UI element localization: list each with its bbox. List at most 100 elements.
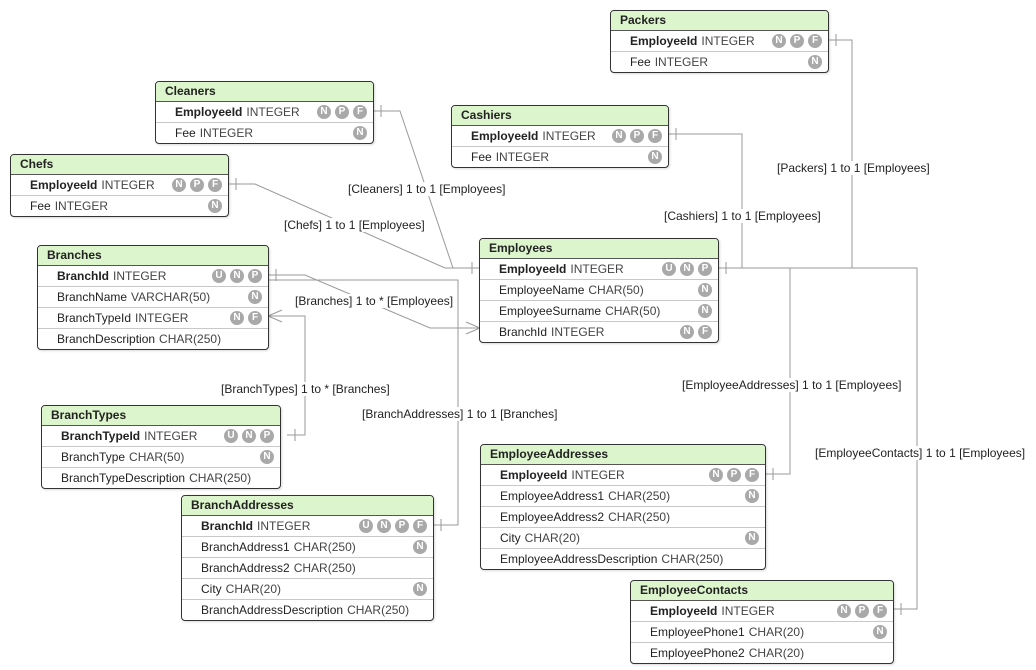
column-flags: N [745, 531, 759, 545]
flag-n-badge: N [745, 489, 759, 503]
flag-n-badge: N [230, 311, 244, 325]
column-type: CHAR(20) [748, 646, 805, 660]
column-type: VARCHAR(50) [131, 290, 211, 304]
flag-p-badge: P [395, 519, 409, 533]
column-type: CHAR(250) [189, 471, 252, 485]
column-type: CHAR(250) [347, 603, 410, 617]
flag-n-badge: N [317, 105, 331, 119]
column-type: INTEGER [495, 150, 550, 164]
column-flags: N [698, 304, 712, 318]
column-name: BranchAddress1 [201, 540, 290, 554]
column-type: INTEGER [135, 311, 189, 325]
column-flags: N [413, 540, 427, 554]
column-type: INTEGER [199, 126, 254, 140]
column-type: CHAR(20) [524, 531, 581, 545]
column-name: EmployeeAddress2 [500, 510, 605, 524]
column-name: EmployeeAddressDescription [500, 552, 658, 566]
flag-f-badge: F [413, 519, 427, 533]
edge-label-branchaddresses: [BranchAddresses] 1 to 1 [Branches] [361, 407, 559, 421]
column-name: BranchDescription [57, 332, 156, 346]
edge-employeecontacts [718, 267, 918, 610]
column-type: INTEGER [721, 604, 775, 618]
column-name: EmployeeId [630, 34, 698, 48]
column-name: EmployeeSurname [499, 304, 602, 318]
flag-n-badge: N [709, 468, 723, 482]
edge-label-cashiers: [Cashiers] 1 to 1 [Employees] [663, 209, 822, 223]
flag-n-badge: N [377, 519, 391, 533]
table-title: Branches [38, 246, 268, 266]
flag-n-badge: N [413, 540, 427, 554]
edge-label-branches: [Branches] 1 to * [Employees] [294, 294, 455, 308]
column-type: INTEGER [571, 468, 625, 482]
column-type: INTEGER [701, 34, 755, 48]
column-name: City [500, 531, 521, 545]
table-title: Cashiers [452, 106, 668, 126]
column-name: BranchId [57, 269, 110, 283]
flag-f-badge: F [808, 34, 822, 48]
flag-p-badge: P [260, 429, 274, 443]
column-name: BranchId [499, 325, 548, 339]
flag-u-badge: U [224, 429, 238, 443]
edge-label-packers: [Packers] 1 to 1 [Employees] [776, 161, 931, 175]
table-title: EmployeeContacts [631, 581, 893, 601]
column-type: INTEGER [570, 262, 624, 276]
table-title: BranchTypes [42, 406, 280, 426]
flag-f-badge: F [248, 311, 262, 325]
column-name: BranchTypeId [57, 311, 132, 325]
table-title: Cleaners [156, 82, 373, 102]
flag-n-badge: N [745, 531, 759, 545]
column-name: BranchType [61, 450, 126, 464]
column-type: CHAR(20) [225, 582, 282, 596]
column-name: BranchTypeId [61, 429, 141, 443]
